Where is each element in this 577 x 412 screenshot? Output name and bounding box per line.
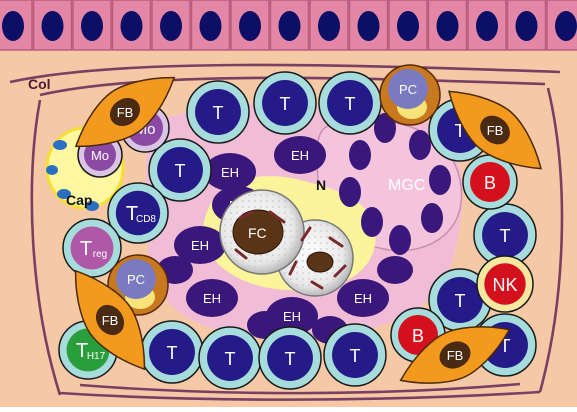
t-h17-cell-subscript: H17 [87,351,106,362]
t-cell-label: T [345,94,356,114]
fibroblast-label: FB [447,348,464,363]
epithelial-nucleus [555,11,577,41]
t-cell-label: T [175,161,186,181]
epithelial-nucleus [200,11,222,41]
plasma-cell-label: PC [399,82,417,97]
t-cell-label: T [280,94,291,114]
plasma-cell-label: PC [127,272,145,287]
epithelial-nucleus [516,11,538,41]
epithelial-nucleus [2,11,24,41]
t-cell: T [324,324,386,386]
t-cell: T [259,327,321,389]
giant-cell-nucleus [429,165,451,195]
t-reg-cell-subscript: reg [93,249,107,260]
capillary-endothelial-nucleus [53,140,67,150]
b-cell-label: B [412,326,424,346]
t-cell: T [199,327,261,389]
t-cell: T [141,321,203,383]
giant-cell-nucleus [361,207,383,237]
epithelial-nucleus [160,11,182,41]
t-cell: T [254,72,316,134]
giant-cell-nucleus [421,203,443,233]
necrosis-label: N [316,177,326,193]
t-cell-label: T [167,343,178,363]
capillary-label: Cap [66,192,92,208]
nk-cell-label: NK [492,275,517,295]
t-cell: T [187,81,249,143]
foam-cell-nucleus [307,252,333,272]
collagen-label: Col [28,76,51,92]
epithelial-nucleus [358,11,380,41]
monocyte-label: Mo [91,148,109,163]
capillary-endothelial-nucleus [46,165,58,175]
fibroblast-label: FB [487,123,504,138]
t-cell-label: T [225,349,236,369]
epithelioid-histiocyte [377,256,413,284]
epithelial-nucleus [42,11,64,41]
t-cell-label: T [455,291,466,311]
epithelioid-histiocyte-label: EH [221,165,239,180]
epithelial-nucleus [437,11,459,41]
nk-cell: NK [477,256,533,312]
t-reg-cell-label: T [80,238,92,260]
fibroblast-label: FB [117,105,134,120]
t-cell-label: T [350,346,361,366]
giant-cell-label: MGC [388,177,425,194]
epithelial-nucleus [81,11,103,41]
epithelioid-histiocyte-label: EH [203,291,221,306]
epithelioid-histiocyte-label: EH [283,309,301,324]
epithelial-nucleus [279,11,301,41]
epithelioid-histiocyte-label: EH [354,291,372,306]
t-cell-label: T [213,103,224,123]
epithelial-nucleus [318,11,340,41]
giant-cell-nucleus [349,140,371,170]
foam-cell-label: FC [248,225,267,241]
epithelioid-histiocyte-label: EH [291,148,309,163]
epithelioid-histiocyte-label: EH [191,238,209,253]
t-cd8-cell-subscript: CD8 [136,214,156,225]
epithelial-nucleus [121,11,143,41]
t-cell-label: T [500,226,511,246]
epithelial-nucleus [397,11,419,41]
fibroblast-label: FB [102,313,119,328]
epithelial-nucleus [239,11,261,41]
b-cell-label: B [484,173,496,193]
plasma-cell: PC [380,65,440,125]
giant-cell-nucleus [409,130,431,160]
t-cell-label: T [285,349,296,369]
epithelium-layer [0,0,577,50]
epithelial-nucleus [476,11,498,41]
giant-cell-nucleus [389,225,411,255]
giant-cell-nucleus [339,177,361,207]
t-cell: T [319,72,381,134]
